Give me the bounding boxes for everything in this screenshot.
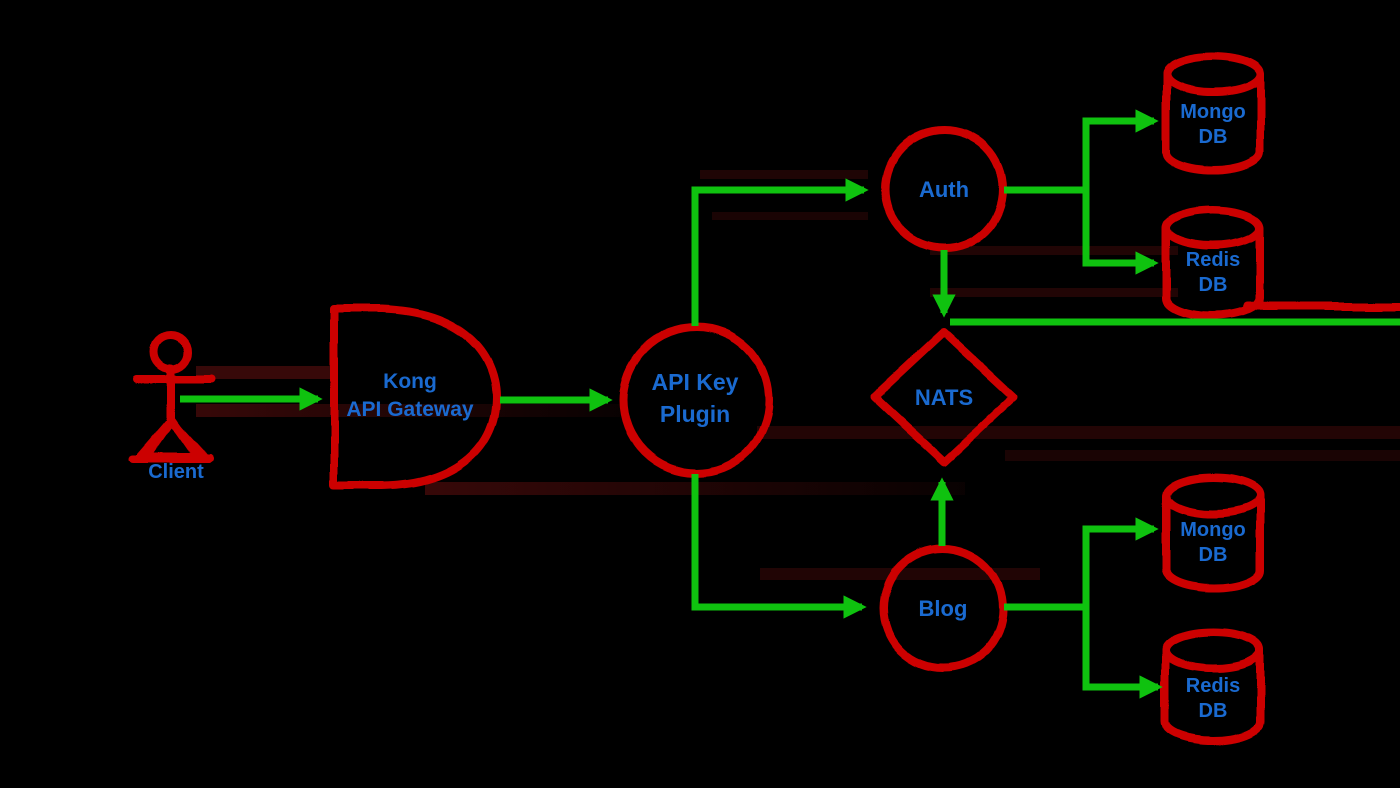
node-shapes <box>129 52 1400 744</box>
edge-blog-redis <box>1082 607 1163 699</box>
streak <box>930 246 1178 255</box>
blog-label: Blog <box>919 596 968 621</box>
gateway-label-2: API Gateway <box>346 398 474 421</box>
blog-mongo-label-2: DB <box>1199 544 1228 566</box>
blog-mongo-label-1: Mongo <box>1180 519 1246 541</box>
client-skirt <box>143 417 201 461</box>
streak <box>930 288 1178 297</box>
cylinder-body <box>1162 646 1264 744</box>
auth-mongo-shape <box>1162 52 1264 174</box>
client-head <box>150 331 192 373</box>
gateway-shape <box>330 305 500 490</box>
auth-mongo-label-2: DB <box>1199 126 1228 148</box>
edge-plugin-blog <box>691 474 867 619</box>
client-actor <box>129 331 216 463</box>
client-label: Client <box>148 461 204 483</box>
auth-shape <box>881 126 1007 252</box>
auth-redis-label-2: DB <box>1199 274 1228 296</box>
streak <box>196 366 332 379</box>
auth-label: Auth <box>919 177 969 202</box>
streak <box>712 212 868 220</box>
nats-shape <box>870 328 1018 466</box>
blog-shape <box>879 544 1007 672</box>
cylinder-top <box>1162 628 1264 672</box>
gateway-label-1: Kong <box>383 370 437 393</box>
streak <box>1005 450 1400 461</box>
streak <box>760 568 1040 580</box>
blog-mongo-shape <box>1162 474 1264 592</box>
node-labels: Client Kong API Gateway API Key Plugin A… <box>148 101 1246 722</box>
plugin-label-1: API Key <box>652 369 739 395</box>
plugin-label-2: Plugin <box>660 401 730 427</box>
auth-redis-label-1: Redis <box>1186 249 1240 271</box>
edges <box>180 109 1400 699</box>
cylinder-top <box>1162 474 1264 518</box>
edge-blog-mongo <box>1004 517 1159 611</box>
cylinder-top <box>1162 206 1264 250</box>
edge-plugin-auth <box>691 178 869 326</box>
cylinder-body <box>1162 70 1264 174</box>
edge-auth-redis <box>1082 190 1159 275</box>
blog-redis-shape <box>1162 628 1264 744</box>
streak <box>700 170 868 179</box>
plugin-shape <box>619 323 773 477</box>
blog-redis-label-2: DB <box>1199 700 1228 722</box>
cylinder-top <box>1162 52 1264 96</box>
auth-mongo-label-1: Mongo <box>1180 101 1246 123</box>
streak <box>757 426 1400 439</box>
nats-label: NATS <box>915 385 973 410</box>
cylinder-body <box>1162 492 1264 592</box>
blog-redis-label-1: Redis <box>1186 675 1240 697</box>
edge-auth-mongo <box>1004 109 1159 194</box>
